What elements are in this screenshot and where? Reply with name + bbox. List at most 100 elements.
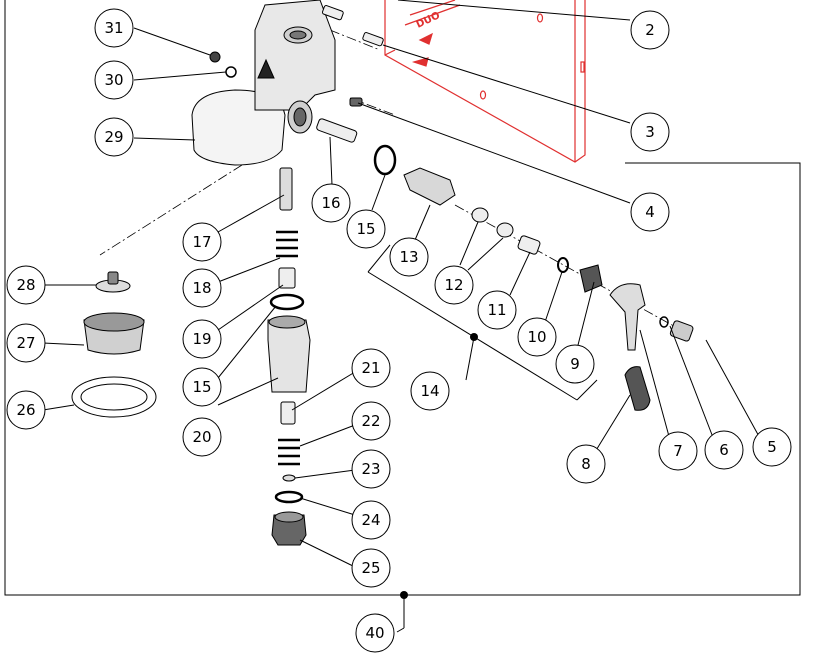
callout-10: 10: [517, 317, 557, 357]
callout-16: 16: [311, 183, 351, 223]
callout-2: 2: [630, 10, 670, 50]
svg-text:23: 23: [361, 460, 380, 478]
svg-text:4: 4: [645, 203, 655, 221]
callout-7: 7: [658, 431, 698, 471]
mounting-plate: [384, 0, 586, 163]
part-steam-parts: [316, 5, 694, 411]
part-30: [225, 66, 237, 78]
svg-text:15: 15: [192, 378, 211, 396]
part-19: [278, 267, 296, 289]
part-2: [321, 5, 344, 21]
callout-18: 18: [182, 268, 222, 308]
svg-text:19: 19: [192, 330, 211, 348]
callout-25: 25: [351, 548, 391, 588]
svg-text:6: 6: [719, 441, 729, 459]
callout-12: 12: [434, 265, 474, 305]
part-10: [557, 257, 569, 273]
part-18: [276, 230, 298, 258]
callout-5: 5: [752, 427, 792, 467]
svg-text:24: 24: [361, 511, 380, 529]
svg-text:14: 14: [420, 382, 439, 400]
callout-23: 23: [351, 449, 391, 489]
svg-text:30: 30: [104, 71, 123, 89]
assembly-outline: [4, 0, 801, 633]
callout-4: 4: [630, 192, 670, 232]
subassembly-junction-dot: [470, 333, 478, 341]
svg-text:13: 13: [399, 248, 418, 266]
svg-text:25: 25: [361, 559, 380, 577]
part-5: [669, 320, 694, 342]
part-31: [209, 51, 221, 63]
callout-21: 21: [351, 348, 391, 388]
callout-22: 22: [351, 401, 391, 441]
svg-text:10: 10: [527, 328, 546, 346]
part-17: [279, 167, 293, 211]
svg-text:9: 9: [570, 355, 580, 373]
callout-13: 13: [389, 237, 429, 277]
svg-text:28: 28: [16, 276, 35, 294]
svg-text:20: 20: [192, 428, 211, 446]
svg-text:17: 17: [192, 233, 211, 251]
callout-26: 26: [6, 390, 46, 430]
part-11: [517, 235, 541, 255]
svg-text:8: 8: [581, 455, 591, 473]
part-23: [282, 474, 296, 482]
part-24: [274, 490, 304, 504]
svg-text:29: 29: [104, 128, 123, 146]
svg-text:12: 12: [444, 276, 463, 294]
part-12a: [471, 207, 489, 223]
callout-31: 31: [94, 8, 134, 48]
callout-14: 14: [410, 371, 450, 411]
part-15-oring-upper: [373, 144, 397, 176]
svg-text:21: 21: [361, 359, 380, 377]
svg-text:5: 5: [767, 438, 777, 456]
part-15-oring-lower: [269, 293, 305, 311]
part-group-head: [191, 0, 336, 166]
callout-17: 17: [182, 222, 222, 262]
svg-text:2: 2: [645, 21, 655, 39]
callout-28: 28: [6, 265, 46, 305]
part-9: [579, 264, 603, 293]
callout-29: 29: [94, 117, 134, 157]
callout-11: 11: [477, 290, 517, 330]
plate-brand-text: DUO: [415, 10, 442, 31]
part-valve-column: [267, 167, 311, 546]
callout-6: 6: [704, 430, 744, 470]
assembly-junction-dot: [400, 591, 408, 599]
part-3: [362, 32, 384, 47]
svg-text:16: 16: [321, 194, 340, 212]
part-20: [267, 319, 311, 393]
svg-text:15: 15: [356, 220, 375, 238]
callout-24: 24: [351, 500, 391, 540]
svg-text:26: 26: [16, 401, 35, 419]
callout-15-upper: 15: [346, 209, 386, 249]
part-13: [403, 167, 456, 206]
group-head-casting: [254, 0, 336, 111]
callout-20: 20: [182, 417, 222, 457]
svg-text:3: 3: [645, 123, 655, 141]
svg-text:27: 27: [16, 334, 35, 352]
svg-text:22: 22: [361, 412, 380, 430]
callout-40: 40: [355, 613, 395, 653]
svg-text:31: 31: [104, 19, 123, 37]
part-4: [349, 97, 363, 107]
part-6: [659, 316, 669, 328]
part-21: [280, 401, 296, 425]
svg-text:40: 40: [365, 624, 384, 642]
part-25: [271, 514, 307, 546]
leader-lines: [42, 0, 762, 568]
callout-30: 30: [94, 60, 134, 100]
svg-text:7: 7: [673, 442, 683, 460]
warning-triangle-icon: [257, 58, 275, 79]
part-12b: [496, 222, 514, 238]
callout-3: 3: [630, 112, 670, 152]
svg-text:18: 18: [192, 279, 211, 297]
part-7: [609, 283, 646, 351]
part-left-column: [71, 51, 237, 418]
part-16: [316, 118, 358, 143]
callout-19: 19: [182, 319, 222, 359]
callout-27: 27: [6, 323, 46, 363]
callout-8: 8: [566, 444, 606, 484]
callout-9: 9: [555, 344, 595, 384]
callout-15-lower: 15: [182, 367, 222, 407]
